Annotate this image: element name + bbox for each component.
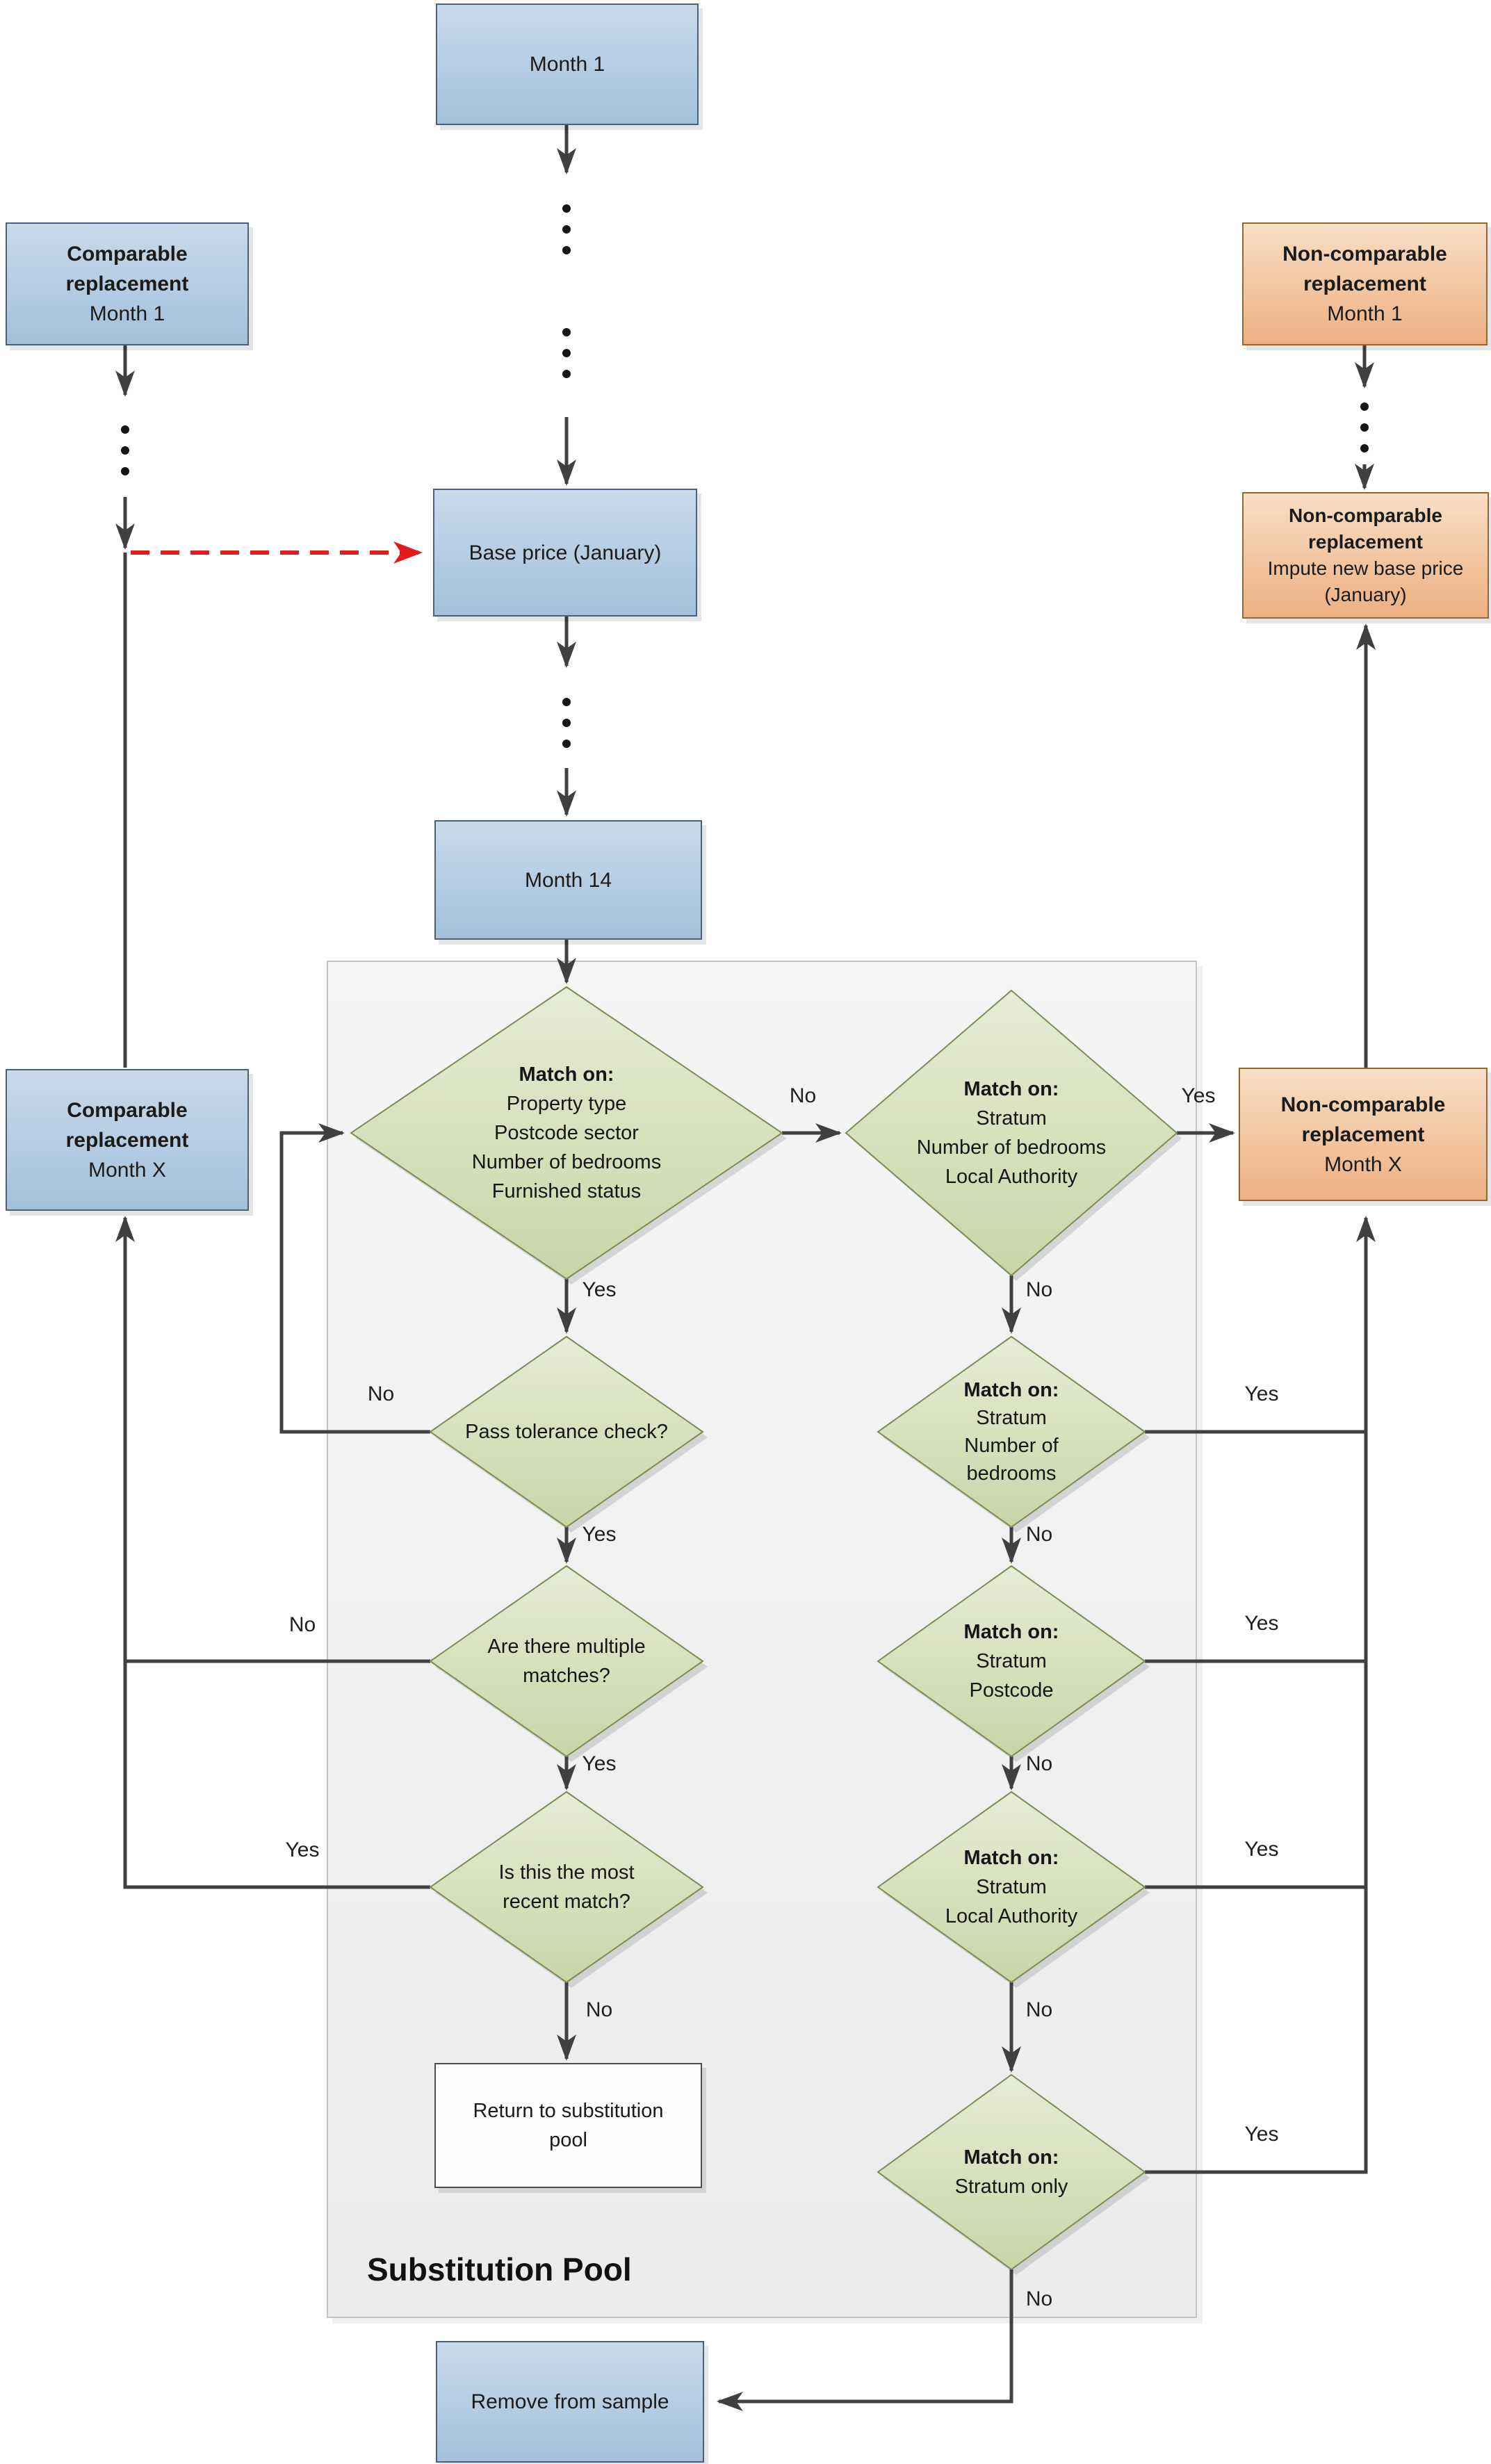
edge-label-yes-stratum-la: Yes xyxy=(1244,1838,1279,1861)
edge-label-no-tolerance: No xyxy=(367,1382,395,1405)
node-comparable-month-x-subtitle: Month X xyxy=(88,1158,166,1182)
decision-stratum-bed-la-label: Match on: Stratum Number of bedrooms Loc… xyxy=(916,1078,1107,1188)
edge-label-yes-stratum-bed: Yes xyxy=(1244,1382,1279,1405)
node-non-comparable-month-1-subtitle: Month 1 xyxy=(1327,302,1403,325)
mid-column-connectors xyxy=(557,125,576,2061)
edge-label-no-multiple: No xyxy=(288,1613,316,1636)
node-non-comparable-month-x-subtitle: Month X xyxy=(1324,1152,1402,1176)
edge-label-yes-tolerance: Yes xyxy=(582,1523,617,1546)
decision-multiple-label: Are there multiple matches? xyxy=(487,1635,646,1687)
decision-stratum-bed-label: Match on: Stratum Number of bedrooms xyxy=(963,1379,1059,1485)
node-impute-base-price: Non-comparable replacement Impute new ba… xyxy=(1242,492,1489,619)
node-non-comparable-month-1: Non-comparable replacement Month 1 xyxy=(1242,222,1488,345)
node-non-comparable-month-x-title: Non-comparable replacement xyxy=(1280,1093,1446,1146)
edge-label-yes-recent: Yes xyxy=(285,1838,320,1861)
node-comparable-month-x: Comparable replacement Month X xyxy=(6,1069,249,1211)
node-month-1-label: Month 1 xyxy=(529,53,605,76)
decision-stratum-postcode-label: Match on: Stratum Postcode xyxy=(963,1621,1059,1702)
node-month-14-label: Month 14 xyxy=(524,868,612,892)
node-comparable-month-1-subtitle: Month 1 xyxy=(89,302,165,325)
decision-stratum-la-shape xyxy=(877,1790,1146,1984)
node-comparable-month-1-title: Comparable replacement xyxy=(65,243,189,295)
node-base-price: Base price (January) xyxy=(433,489,697,617)
node-non-comparable-month-x: Non-comparable replacement Month X xyxy=(1239,1068,1488,1201)
decision-match-full-shape xyxy=(350,986,783,1280)
edge-label-yes-match-full: Yes xyxy=(582,1278,617,1301)
decision-stratum-bed-shape xyxy=(877,1335,1146,1528)
node-comparable-month-x-title: Comparable replacement xyxy=(65,1098,189,1152)
node-non-comparable-month-1-title: Non-comparable replacement xyxy=(1282,243,1447,295)
decision-stratum-bed-la-shape xyxy=(845,989,1178,1277)
edge-label-no-stratum-la: No xyxy=(1025,1998,1053,2021)
edge-label-yes-stratum-bed-la: Yes xyxy=(1181,1084,1216,1107)
decision-recent-shape xyxy=(429,1790,704,1984)
node-month-1: Month 1 xyxy=(436,3,699,125)
node-return-to-pool-line1: Return to substitution xyxy=(473,2100,664,2122)
edge-label-yes-stratum-postcode: Yes xyxy=(1244,1612,1279,1635)
node-remove-from-sample: Remove from sample xyxy=(436,2341,704,2463)
substitution-pool-title: Substitution Pool xyxy=(367,2251,632,2287)
node-return-to-pool-line2: pool xyxy=(549,2129,587,2151)
node-impute-base-price-line1: Impute new base price xyxy=(1267,557,1464,579)
decision-recent-label: Is this the most recent match? xyxy=(498,1861,635,1913)
edge-label-no-stratum-bed-la: No xyxy=(1025,1278,1053,1301)
decision-multiple-shape xyxy=(429,1565,704,1758)
node-base-price-label: Base price (January) xyxy=(469,541,662,564)
node-return-to-pool: Return to substitution pool xyxy=(434,2063,702,2188)
decision-stratum-only-label: Match on: Stratum only xyxy=(954,2146,1068,2198)
node-impute-base-price-title: Non-comparable replacement xyxy=(1289,505,1442,553)
decision-stratum-postcode-shape xyxy=(877,1565,1146,1758)
edge-label-yes-stratum-only: Yes xyxy=(1244,2123,1279,2146)
edge-label-yes-multiple: Yes xyxy=(582,1752,617,1775)
node-remove-from-sample-label: Remove from sample xyxy=(471,2390,669,2413)
decision-shapes xyxy=(350,986,1182,2275)
node-impute-base-price-line2: (January) xyxy=(1324,584,1407,605)
edge-label-no-stratum-bed: No xyxy=(1025,1523,1053,1546)
edge-label-no-stratum-only: No xyxy=(1025,2287,1053,2310)
decision-stratum-only-shape xyxy=(877,2073,1146,2271)
decision-stratum-la-label: Match on: Stratum Local Authority xyxy=(945,1847,1078,1927)
decision-tolerance-shape xyxy=(429,1335,704,1528)
edge-label-no-recent: No xyxy=(585,1998,613,2021)
node-comparable-month-1: Comparable replacement Month 1 xyxy=(6,222,249,345)
node-month-14: Month 14 xyxy=(434,820,702,940)
decision-tolerance-label: Pass tolerance check? xyxy=(465,1421,668,1443)
edge-label-no-stratum-postcode: No xyxy=(1025,1752,1053,1775)
decision-match-full-label: Match on: Property type Postcode sector … xyxy=(471,1063,662,1202)
right-column-connectors xyxy=(717,345,1376,2411)
left-column-connectors xyxy=(115,345,430,1889)
edge-label-no-match-full: No xyxy=(789,1084,817,1107)
